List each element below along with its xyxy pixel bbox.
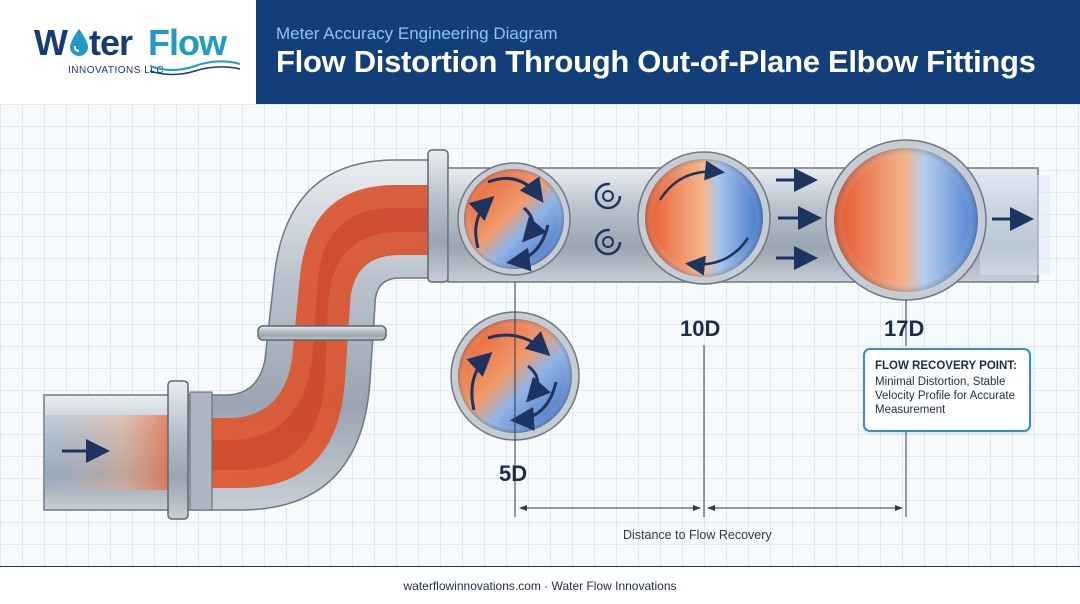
flow-diagram [43,139,1050,520]
callout-title: FLOW RECOVERY POINT: [875,360,1017,372]
dimension-lines [514,282,907,517]
cross-section-17d [825,139,987,301]
flange-inlet [167,380,213,520]
station-label-10d: 10D [680,316,721,341]
subtitle: Meter Accuracy Engineering Diagram [276,24,558,43]
logo-subtext: INNOVATIONS LLC [68,65,165,76]
distance-label: Distance to Flow Recovery [623,528,772,542]
cross-section-10d [637,151,771,285]
station-label-5d: 5D [499,461,528,486]
logo-flow-text: Flow [148,22,227,63]
inlet-pipe [43,394,185,511]
station-label-17d: 17D [884,316,925,341]
footer-text: waterflowinnovations.com · Water Flow In… [403,579,677,593]
logo-wave-icon [150,60,240,76]
flange-mid [257,325,387,341]
flange-outlet [427,149,449,283]
water-drop-icon [70,29,88,56]
callout-body: Minimal Distortion, Stable Velocity Prof… [875,376,1015,416]
flow-recovery-callout: FLOW RECOVERY POINT: Minimal Distortion,… [863,348,1031,432]
page-title: Flow Distortion Through Out-of-Plane Elb… [276,44,1036,79]
vortex-swirl-icons [594,182,622,256]
footer: waterflowinnovations.com · Water Flow In… [0,566,1080,604]
cross-section-5d-inline [457,162,571,276]
title-banner: Meter Accuracy Engineering Diagram Flow … [256,0,1080,104]
flow-direction-arrows [776,168,1034,270]
